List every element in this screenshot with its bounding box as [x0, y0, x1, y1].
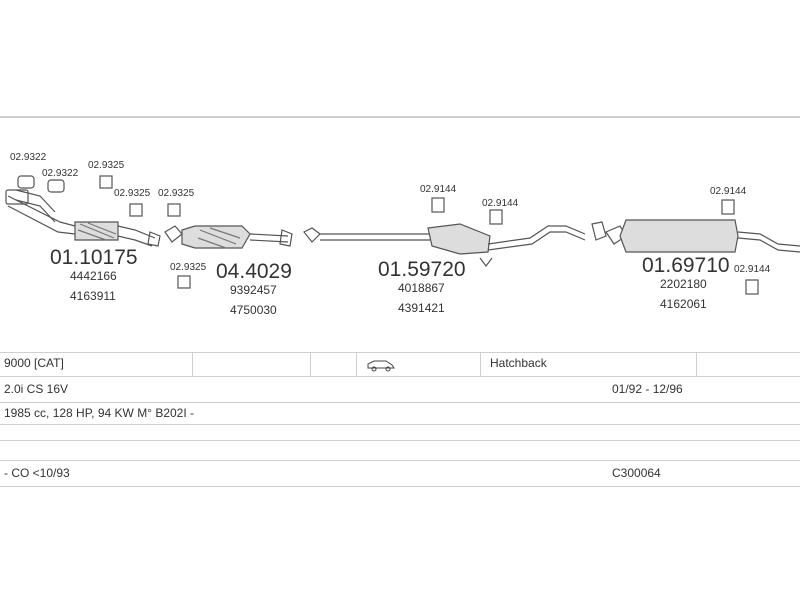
years: 01/92 - 12/96 [612, 382, 683, 396]
top-border [0, 116, 800, 118]
middle-box-code: 01.59720 [378, 258, 466, 281]
table-row: - CO <10/93 C300064 [0, 460, 800, 487]
mount-3-label: 02.9144 [710, 186, 747, 197]
middle-box-ref-1: 4018867 [398, 281, 445, 295]
clamp-2-label: 02.9325 [114, 188, 151, 199]
gasket-2-label: 02.9322 [42, 168, 79, 179]
vehicle-model: 9000 [CAT] [4, 356, 64, 370]
front-pipe-ref-2: 4163911 [70, 289, 116, 303]
exhaust-diagram: 02.9322 02.9322 02.9325 02.9325 02.9325 … [5, 152, 800, 317]
table-row [0, 440, 800, 461]
rear-box-ref-2: 4162061 [660, 297, 707, 311]
car-hatchback-icon [367, 360, 395, 372]
vehicle-code: C300064 [612, 466, 661, 480]
engine-spec: 1985 cc, 128 HP, 94 KW M° B202I - [4, 406, 195, 420]
mount-2-label: 02.9144 [482, 198, 519, 209]
catalyst-shape [164, 225, 293, 249]
catalyst-ref-2: 4750030 [230, 303, 277, 317]
gasket-shapes [17, 175, 65, 193]
gasket-1-label: 02.9322 [10, 152, 47, 163]
middle-box-shape [303, 223, 586, 267]
clamp-4-label: 02.9325 [170, 262, 207, 273]
middle-box-ref-2: 4391421 [398, 301, 445, 315]
body-type: Hatchback [490, 356, 547, 370]
clamp-1-label: 02.9325 [88, 160, 125, 171]
rear-box-shape [591, 219, 800, 253]
production-note: - CO <10/93 [4, 466, 70, 480]
mount-1-label: 02.9144 [420, 184, 457, 195]
catalyst-code: 04.4029 [216, 260, 292, 283]
table-row: 1985 cc, 128 HP, 94 KW M° B202I - [0, 402, 800, 425]
catalyst-ref-1: 9392457 [230, 283, 277, 297]
table-row: 2.0i CS 16V 01/92 - 12/96 [0, 376, 800, 403]
table-bottom-border [0, 486, 800, 488]
engine: 2.0i CS 16V [4, 382, 69, 396]
rear-box-ref-1: 2202180 [660, 277, 707, 291]
front-pipe-shape [5, 189, 161, 247]
mount-shapes [431, 197, 759, 295]
table-row [0, 424, 800, 441]
table-row: 9000 [CAT] Hatchback [0, 352, 800, 377]
mount-4-label: 02.9144 [734, 264, 771, 275]
front-pipe-ref-1: 4442166 [70, 269, 117, 283]
clamp-3-label: 02.9325 [158, 188, 195, 199]
front-pipe-code: 01.10175 [50, 246, 138, 269]
clamp-shapes [99, 175, 191, 289]
rear-box-code: 01.69710 [642, 254, 730, 277]
